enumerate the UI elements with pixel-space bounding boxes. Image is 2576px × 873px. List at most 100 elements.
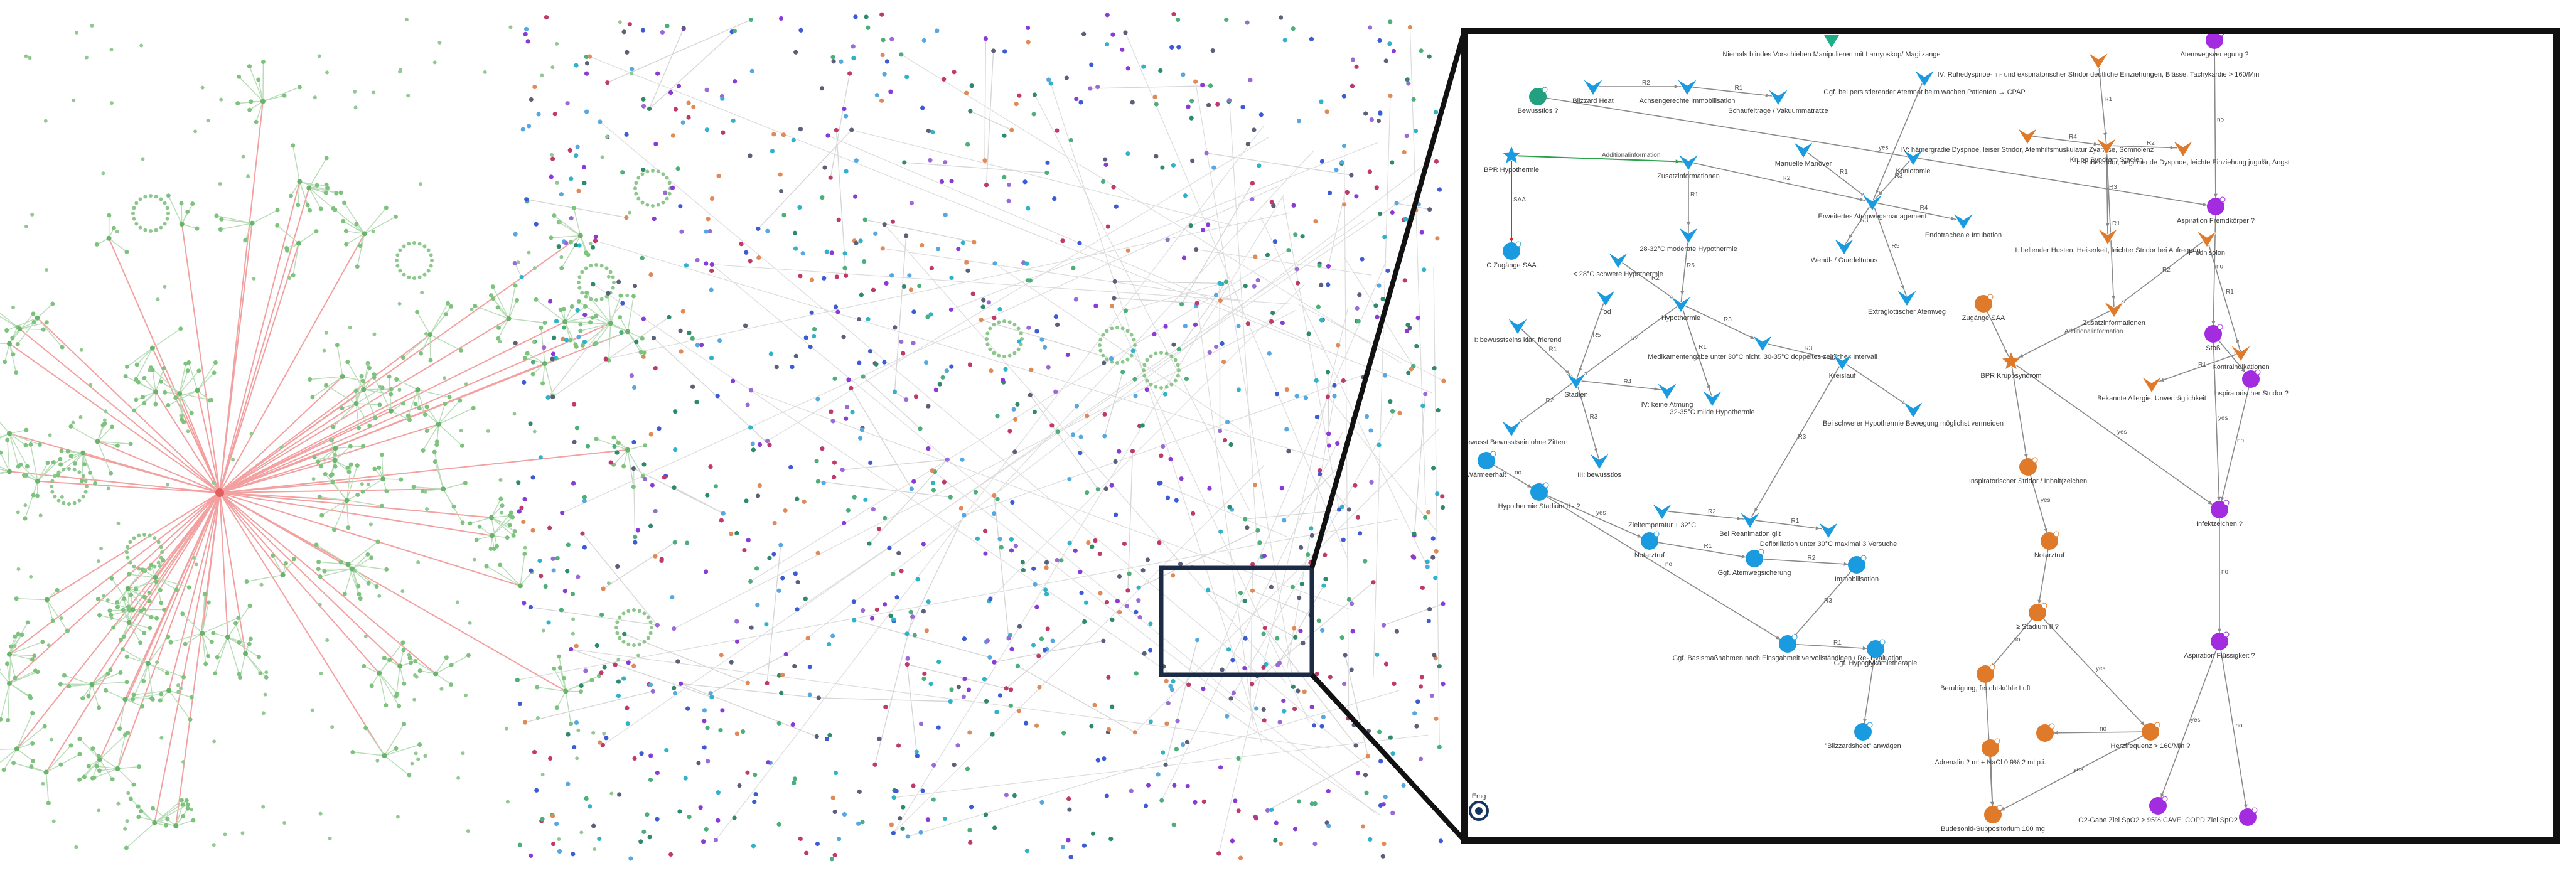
graph-node-n4[interactable]: Schaufeltrage / Vakuummatratze [1728, 88, 1828, 115]
graph-node-n29[interactable]: Zusatzinformationen [2083, 301, 2145, 327]
overview-node [1326, 788, 1331, 794]
graph-node-n26[interactable]: Hypothermie [1661, 296, 1700, 322]
graph-node-n55[interactable]: ≥ Stadium II ? [2016, 603, 2059, 631]
graph-node-n48[interactable]: Bei Reanimation gilt [1719, 511, 1781, 538]
graph-node-n40[interactable]: Inspiratorischer Stridor ? [2213, 369, 2289, 397]
graph-node-n63[interactable]: Adrenalin 2 ml + NaCl 0,9% 2 ml p.i. [1935, 738, 2046, 766]
overview-node [149, 562, 154, 567]
overview-node [651, 336, 657, 341]
graph-node-n66[interactable] [2239, 807, 2258, 826]
graph-node-n24[interactable]: < 28°C schwere Hypothermie [1573, 252, 1663, 278]
overview-node [333, 464, 338, 469]
graph-node-n25[interactable]: Tod [1595, 289, 1616, 316]
graph-node-n56[interactable]: Ggf. Basismaßnahmen nach Einsgabmeit ver… [1673, 634, 1903, 662]
graph-node-n7[interactable]: IV: Ruhedyspnoe- in- und exspiratorische… [1938, 52, 2260, 78]
graph-node-n60[interactable]: Herzfrequenz > 160/Min ? [2111, 722, 2191, 750]
graph-node-n42[interactable]: Bei schwerer Hypothermie Bewegung möglic… [1823, 401, 2004, 427]
overview-node [1089, 62, 1094, 67]
overview-node [1171, 678, 1176, 684]
graph-node-n36[interactable]: 32-35°C milde Hypothermie [1670, 390, 1755, 416]
graph-node-n10[interactable]: Zusatzinformationen [1657, 154, 1720, 180]
graph-node-n6[interactable]: Ggf. bei persistierender Atemnot beim wa… [1823, 70, 2026, 96]
overview-node [842, 265, 847, 270]
zoom-graph[interactable]: R2R1AdditionalinformationSAAR2R1R1R3R4R3… [1468, 34, 2553, 837]
graph-node-n34[interactable]: Stadien [1564, 372, 1588, 399]
graph-node-n52[interactable]: Ggf. Atemwegsicherung [1718, 549, 1791, 577]
graph-node-n30[interactable]: I: bewusstseins klar, frierend [1474, 318, 1562, 344]
graph-node-n9[interactable]: BPR Hypothermie [1484, 144, 1539, 174]
graph-node-n47[interactable]: Zieltemperatur + 32°C [1628, 503, 1696, 529]
graph-node-n8[interactable]: Atemwegsverlegung ? [2181, 34, 2249, 58]
overview-edges [0, 19, 1444, 854]
graph-overview[interactable] [0, 0, 1462, 873]
overview-node [713, 837, 719, 843]
graph-node-n65[interactable]: Budesonid-Suppositorium 100 mg [1941, 805, 2045, 833]
graph-node-n28[interactable]: Zugänge SAA [1962, 294, 2005, 322]
graph-node-n12[interactable]: Koniotomie [1896, 149, 1931, 175]
graph-node-n5[interactable]: Niemals blindes Vorschieben Manipulieren… [1722, 35, 1941, 58]
graph-node-n46[interactable]: Hypothermie Stadium II - ? [1498, 482, 1580, 510]
graph-node-n62[interactable]: "Blizzardsheet" anwägen [1825, 722, 1901, 750]
graph-node-n35[interactable]: IV: keine Atmung [1641, 382, 1693, 409]
overview-node [147, 599, 152, 604]
zoom-selection-box[interactable] [1159, 565, 1314, 677]
overview-edge [298, 181, 301, 205]
graph-node-n67[interactable]: Emg [1469, 793, 1489, 821]
overview-node [1422, 267, 1427, 272]
graph-node-n51[interactable]: Notarztruf [1634, 531, 1665, 559]
graph-node-n20[interactable]: Endotracheale Intubation [1925, 213, 2002, 239]
graph-node-n2[interactable]: Blizzard Heat [1572, 78, 1614, 105]
overview-node [512, 412, 517, 416]
graph-node-n33[interactable]: Stoß [2204, 324, 2223, 352]
graph-node-n61[interactable] [2036, 723, 2055, 742]
overview-node [53, 474, 57, 478]
graph-node-n64[interactable]: O2-Gabe Ziel SpO2 > 95% CAVE: COPD Ziel … [2078, 796, 2238, 824]
graph-node-n16[interactable]: Aspiration Fremdkörper ? [2177, 196, 2255, 225]
graph-node-n27[interactable]: Extraglottischer Atemweg [1868, 289, 1946, 316]
overview-node [366, 482, 370, 486]
graph-node-n31[interactable]: Medikamentengabe unter 30°C nicht, 30-35… [1648, 335, 1877, 361]
overview-node [1007, 429, 1012, 434]
overview-node [665, 23, 670, 28]
overview-node [511, 533, 516, 538]
overview-node [845, 405, 850, 410]
graph-node-n13[interactable]: IV: hämergradie Dyspnoe, leiser Stridor,… [1901, 127, 2154, 154]
edge-n14-n15 [2106, 145, 2184, 149]
graph-node-n53[interactable]: Immobilisation [1835, 555, 1879, 583]
graph-node-n39[interactable]: Bekannte Allergie, Unverträglichkeit [2097, 376, 2206, 402]
overview-node [356, 584, 361, 589]
graph-node-n50[interactable]: Infektzeichen ? [2196, 500, 2243, 528]
graph-node-n18[interactable]: 28-32°C moderate Hypothermie [1640, 227, 1737, 253]
graph-node-n43[interactable]: Wärmeerhalt [1468, 451, 1506, 479]
graph-node-n21[interactable]: Wendl- / Guedeltubus [1811, 238, 1878, 264]
overview-node [578, 689, 583, 694]
overview-node [701, 839, 706, 844]
graph-node-n54[interactable]: Notarztruf [2034, 531, 2065, 559]
graph-node-n15[interactable]: I: Ruhestridor, beginnende Dyspnoe, leic… [2076, 140, 2290, 166]
graph-node-n23[interactable]: Prednisolon [2189, 230, 2225, 257]
graph-node-n32[interactable]: BPR Kruppsyndrom [1980, 350, 2042, 380]
graph-node-n44[interactable]: III: bewusstlos [1577, 453, 1621, 479]
graph-node-n1[interactable]: Bewusstlos ? [1518, 87, 1559, 115]
graph-node-n11[interactable]: Manuelle Manöver [1775, 141, 1832, 168]
graph-node-n37[interactable]: Kreislauf [1829, 353, 1857, 380]
graph-node-n41[interactable]: II: bewusst Bewusstsein ohne Zittern [1468, 420, 1568, 446]
overview-node [1090, 831, 1096, 836]
graph-node-n3[interactable]: Achsengerechte Immobilisation [1640, 78, 1736, 105]
overview-node [807, 692, 812, 697]
graph-node-n57[interactable]: Ggf. Hypoglykämietherapie [1834, 639, 1918, 667]
overview-node [180, 802, 185, 807]
graph-node-n19[interactable]: Erweitertes Atemwegsmanagement [1818, 194, 1927, 220]
overview-node [108, 668, 113, 673]
graph-node-n38[interactable]: Kontraindikationen [2212, 345, 2270, 371]
graph-node-n17[interactable]: C Zugänge SAA [1486, 241, 1537, 269]
graph-node-n14[interactable]: Krupp Syndrom Stadien [2070, 137, 2144, 164]
graph-node-n58[interactable]: Aspiration Flüssigkeit ? [2184, 631, 2255, 660]
overview-node [141, 157, 145, 161]
graph-node-n49[interactable]: Defibrillation unter 30°C maximal 3 Vers… [1760, 522, 1897, 548]
graph-node-n45[interactable]: Inspiratorischer Stridor / Inhalt(zeiche… [1969, 457, 2087, 485]
overview-node [1394, 201, 1399, 206]
graph-node-n22[interactable]: I: bellender Husten, Heiserkeit, leichte… [2015, 228, 2201, 254]
graph-node-n59[interactable]: Beruhigung, feucht-kühle Luft [1940, 664, 2031, 692]
